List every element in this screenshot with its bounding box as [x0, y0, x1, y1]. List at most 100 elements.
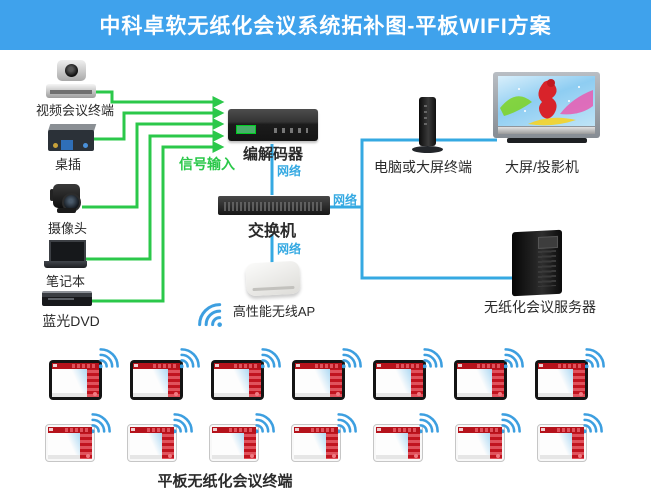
tablet-app-footer — [457, 393, 492, 397]
ptz-camera-head — [57, 60, 86, 81]
tv-picture — [500, 79, 593, 126]
codec-device — [228, 109, 318, 141]
tablet-app-content — [538, 369, 573, 393]
switch-device — [218, 196, 330, 215]
camera-label: 摄像头 — [47, 221, 87, 236]
wifi-icon — [197, 303, 225, 329]
pc-terminal-device — [412, 97, 443, 153]
tv-screen — [498, 76, 595, 126]
tablet-app-footer — [130, 455, 162, 459]
dvd-slot — [48, 298, 74, 300]
tablet-app-header — [295, 363, 342, 369]
tablet-app-content — [376, 369, 411, 393]
tablet-app-sidebar — [330, 369, 342, 397]
tv-base — [507, 138, 587, 143]
desk-socket-device — [48, 124, 97, 152]
wireless-ap-label: 高性能无线AP — [232, 304, 316, 319]
tablet-app-footer — [52, 393, 87, 397]
display-device — [493, 72, 601, 146]
tablet-terminal — [130, 348, 200, 400]
tv-speaker-bar — [498, 127, 595, 134]
network-label-ap: 网络 — [277, 242, 302, 256]
tablet-app-footer — [540, 455, 572, 459]
tablet-screen — [538, 363, 585, 397]
wifi-icon — [417, 413, 439, 435]
wifi-icon — [178, 348, 200, 370]
ptz-camera-base — [46, 84, 96, 98]
tablet-app-sidebar — [411, 369, 423, 397]
tablet-app-footer — [212, 455, 244, 459]
tablet-screen — [212, 427, 256, 459]
pc-tower — [419, 97, 436, 146]
tablet-app-content — [458, 433, 490, 455]
wireless-ap-device — [245, 260, 301, 297]
wifi-icon — [421, 348, 443, 370]
wifi-icon — [340, 348, 362, 370]
tablet-app-sidebar — [408, 433, 420, 459]
camera-mount — [50, 189, 54, 201]
tablet-app-header — [538, 363, 585, 369]
video-terminal-label: 视频会议终端 — [35, 103, 114, 118]
tablet-app-sidebar — [573, 369, 585, 397]
tablet-app-footer — [376, 455, 408, 459]
wifi-icon — [583, 348, 605, 370]
network-label-codec: 网络 — [277, 164, 302, 178]
tablet-app-header — [133, 363, 180, 369]
camera-foot — [57, 208, 76, 213]
tablet-terminal — [535, 348, 605, 400]
switch-label: 交换机 — [247, 223, 296, 240]
tablet-app-sidebar — [80, 433, 92, 459]
camera-device — [50, 180, 84, 213]
wifi-icon — [499, 413, 521, 435]
tablet-app-sidebar — [572, 433, 584, 459]
tablet-app-header — [457, 363, 504, 369]
tablet-app-footer — [214, 393, 249, 397]
tablet-app-header — [458, 427, 502, 433]
laptop-base — [44, 261, 87, 268]
video-terminal-device — [46, 60, 96, 98]
tablet-app-footer — [48, 455, 80, 459]
tablet-app-content — [376, 433, 408, 455]
tablet-app-header — [376, 363, 423, 369]
signal-input-arrows — [82, 90, 225, 303]
camera-body — [53, 184, 81, 212]
wifi-icon — [97, 348, 119, 370]
laptop-screen — [49, 240, 86, 262]
tablet-row-1 — [49, 348, 605, 400]
display-label: 大屏/投影机 — [505, 159, 579, 175]
desk-socket-label: 桌插 — [54, 157, 81, 172]
tablet-app-header — [52, 363, 99, 369]
tablet-app-content — [214, 369, 249, 393]
tablet-screen — [294, 427, 338, 459]
tablet-app-footer — [295, 393, 330, 397]
wifi-icon — [335, 413, 357, 435]
wifi-icon — [259, 348, 281, 370]
tablet-app-header — [130, 427, 174, 433]
tablet-app-content — [540, 433, 572, 455]
tablet-app-content — [133, 369, 168, 393]
tablet-app-header — [212, 427, 256, 433]
wifi-icon — [171, 413, 193, 435]
bluray-dvd-label: 蓝光DVD — [42, 313, 100, 329]
tablet-screen — [295, 363, 342, 397]
title-banner: 中科卓软无纸化会议系统拓补图-平板WIFI方案 — [0, 0, 651, 50]
tablet-terminal — [455, 413, 521, 462]
wifi-icon — [581, 413, 603, 435]
wifi-icon — [253, 413, 275, 435]
page-title: 中科卓软无纸化会议系统拓补图-平板WIFI方案 — [99, 15, 552, 38]
tablet-app-sidebar — [87, 369, 99, 397]
network-label-right: 网络 — [333, 193, 358, 207]
tablet-app-sidebar — [244, 433, 256, 459]
tablet-app-sidebar — [490, 433, 502, 459]
tablet-app-content — [294, 433, 326, 455]
tablet-screen — [540, 427, 584, 459]
wifi-icon — [502, 348, 524, 370]
signal-input-label: 信号输入 — [179, 156, 235, 172]
tablet-app-sidebar — [168, 369, 180, 397]
tablet-terminal — [454, 348, 524, 400]
tablet-terminal — [373, 413, 439, 462]
tablet-terminal — [291, 413, 357, 462]
tablet-app-sidebar — [326, 433, 338, 459]
server-label: 无纸化会议服务器 — [484, 299, 596, 315]
